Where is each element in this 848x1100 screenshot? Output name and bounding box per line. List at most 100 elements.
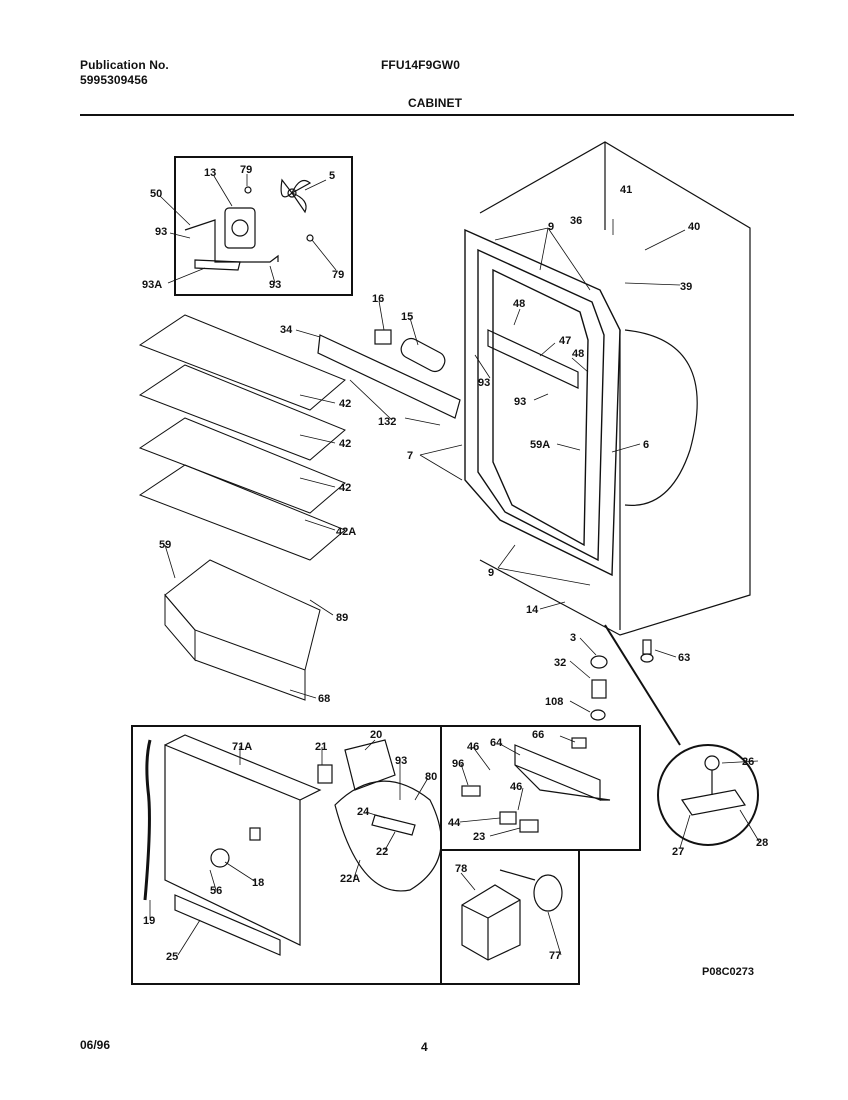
callout-68: 68 — [318, 693, 330, 705]
light-housing-assembly — [317, 329, 461, 419]
callout-9: 9 — [548, 221, 554, 233]
callout-39: 39 — [680, 281, 692, 293]
callout-46: 46 — [467, 741, 479, 753]
callout-7: 7 — [407, 450, 413, 462]
leveler-parts — [590, 624, 681, 746]
callout-41: 41 — [620, 184, 632, 196]
switch-bracket-64 — [514, 737, 611, 801]
callout-93: 93 — [395, 755, 407, 767]
callout-93A: 93A — [142, 279, 162, 291]
control-panel-71A — [164, 734, 322, 946]
callout-44: 44 — [448, 817, 461, 829]
publication-label: Publication No. — [80, 58, 169, 72]
callout-14: 14 — [526, 604, 539, 616]
callout-27: 27 — [672, 846, 684, 858]
callout-108: 108 — [545, 696, 563, 708]
callout-56: 56 — [210, 885, 222, 897]
callout-15: 15 — [401, 311, 413, 323]
callout-59A: 59A — [530, 439, 550, 451]
switch-23 — [519, 819, 539, 833]
callout-93: 93 — [269, 279, 281, 291]
switch-22 — [371, 814, 416, 836]
callout-79: 79 — [240, 164, 252, 176]
fan-blade — [280, 178, 312, 214]
thermostat-housing-20 — [317, 739, 396, 791]
callout-93: 93 — [514, 396, 526, 408]
section-title: CABINET — [408, 96, 463, 110]
capacitor-77 — [499, 869, 563, 912]
callout-6: 6 — [643, 439, 649, 451]
thermostat-tube-19 — [143, 739, 152, 901]
callout-50: 50 — [150, 188, 162, 200]
publication-number: 5995309456 — [80, 73, 148, 87]
door-gasket-frame — [464, 228, 621, 577]
callout-71A: 71A — [232, 741, 252, 753]
callout-22: 22 — [376, 846, 388, 858]
relay-78 — [461, 884, 521, 961]
callout-20: 20 — [370, 729, 382, 741]
callout-22A: 22A — [340, 873, 360, 885]
callout-42: 42 — [339, 482, 351, 494]
callout-18: 18 — [252, 877, 264, 889]
wire-basket — [164, 559, 321, 701]
callout-59: 59 — [159, 539, 171, 551]
callout-79: 79 — [332, 269, 344, 281]
callout-40: 40 — [688, 221, 700, 233]
callout-3: 3 — [570, 632, 576, 644]
callout-34: 34 — [280, 324, 293, 336]
kickplate-25 — [174, 894, 281, 956]
callout-32: 32 — [554, 657, 566, 669]
callout-93: 93 — [478, 377, 490, 389]
callout-9: 9 — [488, 567, 494, 579]
callout-77: 77 — [549, 950, 561, 962]
hinge-detail-circle — [657, 744, 759, 846]
callout-93: 93 — [155, 226, 167, 238]
callout-labels: 13 79 5 50 93 93A 93 79 16 15 34 132 42 … — [142, 164, 768, 963]
fan-motor-bracket — [184, 207, 279, 271]
callout-78: 78 — [455, 863, 467, 875]
light-switch-96 — [461, 785, 481, 797]
callout-80: 80 — [425, 771, 437, 783]
fan-motor-inset — [174, 156, 353, 296]
cabinet-shell — [479, 141, 751, 636]
callout-21: 21 — [315, 741, 327, 753]
footer-date: 06/96 — [80, 1038, 111, 1052]
callout-5: 5 — [329, 170, 335, 182]
hinge-bracket — [680, 755, 747, 816]
callout-42: 42 — [339, 438, 351, 450]
shelf-support-47 — [487, 329, 579, 389]
callout-26: 26 — [742, 756, 754, 768]
callout-36: 36 — [570, 215, 582, 227]
callout-23: 23 — [473, 831, 485, 843]
footer-page-number: 4 — [421, 1040, 428, 1054]
screw-79-bottom — [306, 234, 314, 242]
callout-48: 48 — [572, 348, 584, 360]
relay-inset — [440, 849, 580, 985]
callout-132: 132 — [378, 416, 396, 428]
callout-63: 63 — [678, 652, 690, 664]
callout-16: 16 — [372, 293, 384, 305]
switch-detail-22A — [334, 780, 442, 892]
callout-24: 24 — [357, 806, 370, 818]
model-number: FFU14F9GW0 — [381, 58, 461, 72]
callout-25: 25 — [166, 951, 178, 963]
callout-89: 89 — [336, 612, 348, 624]
callout-64: 64 — [490, 737, 503, 749]
part-44 — [499, 811, 517, 825]
leader-lines — [149, 174, 761, 956]
header-rule — [80, 114, 794, 116]
callout-66: 66 — [532, 729, 544, 741]
drawing-code: P08C0273 — [702, 966, 754, 978]
callout-42: 42 — [339, 398, 351, 410]
callout-13: 13 — [204, 167, 216, 179]
callout-46: 46 — [510, 781, 522, 793]
callout-96: 96 — [452, 758, 464, 770]
wire-shelves — [138, 314, 346, 561]
callout-28: 28 — [756, 837, 768, 849]
callout-47: 47 — [559, 335, 571, 347]
callout-48: 48 — [513, 298, 525, 310]
callout-42A: 42A — [336, 526, 356, 538]
screw-79-top — [244, 186, 252, 194]
callout-19: 19 — [143, 915, 155, 927]
